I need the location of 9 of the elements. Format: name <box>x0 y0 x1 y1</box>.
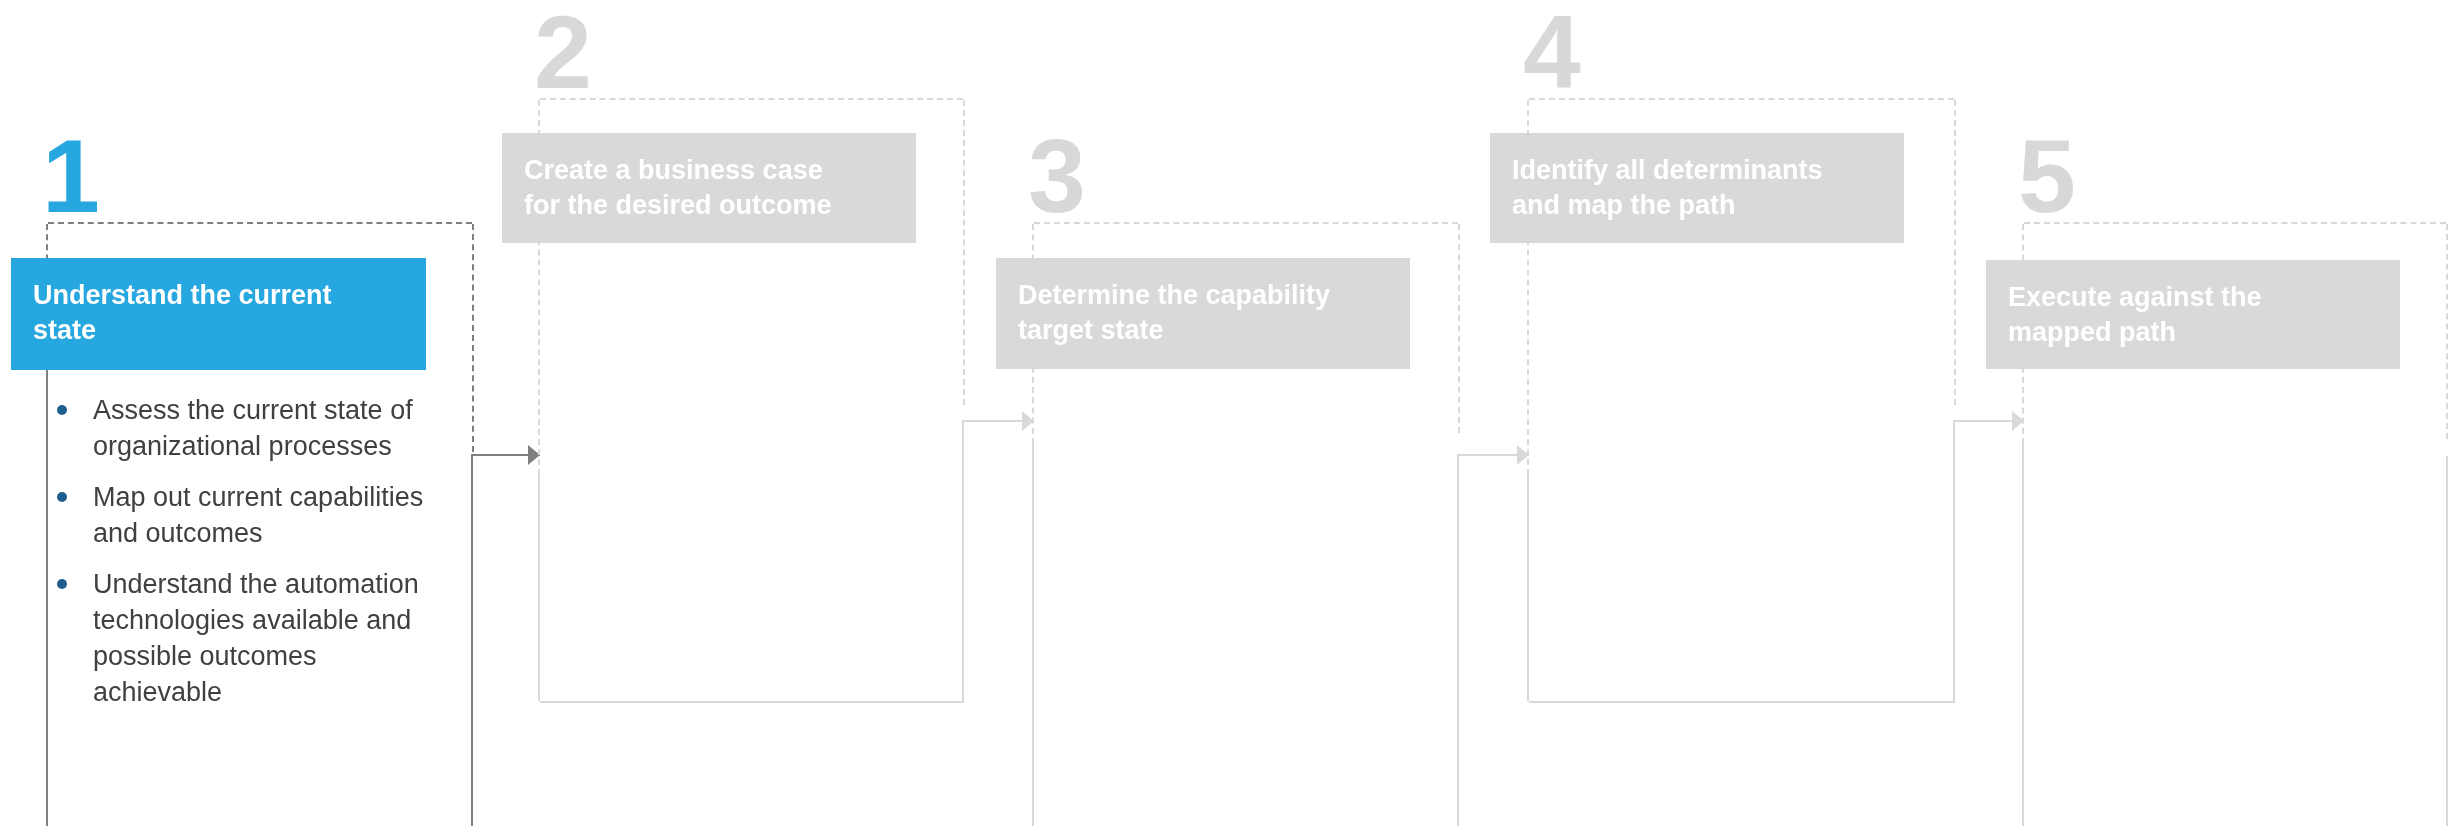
connector-arrow <box>1457 445 1530 826</box>
connector-arrow <box>1953 411 2025 704</box>
bullet-text: Assess the current state of organizational processes <box>93 395 413 461</box>
bullet-text: Understand the automation technologies available and possible outcomes achievable <box>93 569 419 707</box>
bullet-text: Map out current capabilities and outcomes <box>93 482 424 548</box>
step-number: 1 <box>42 124 100 228</box>
connector-arrow <box>471 445 541 826</box>
step-header: Understand the current state <box>11 258 426 370</box>
connector-arrow <box>962 411 1035 704</box>
